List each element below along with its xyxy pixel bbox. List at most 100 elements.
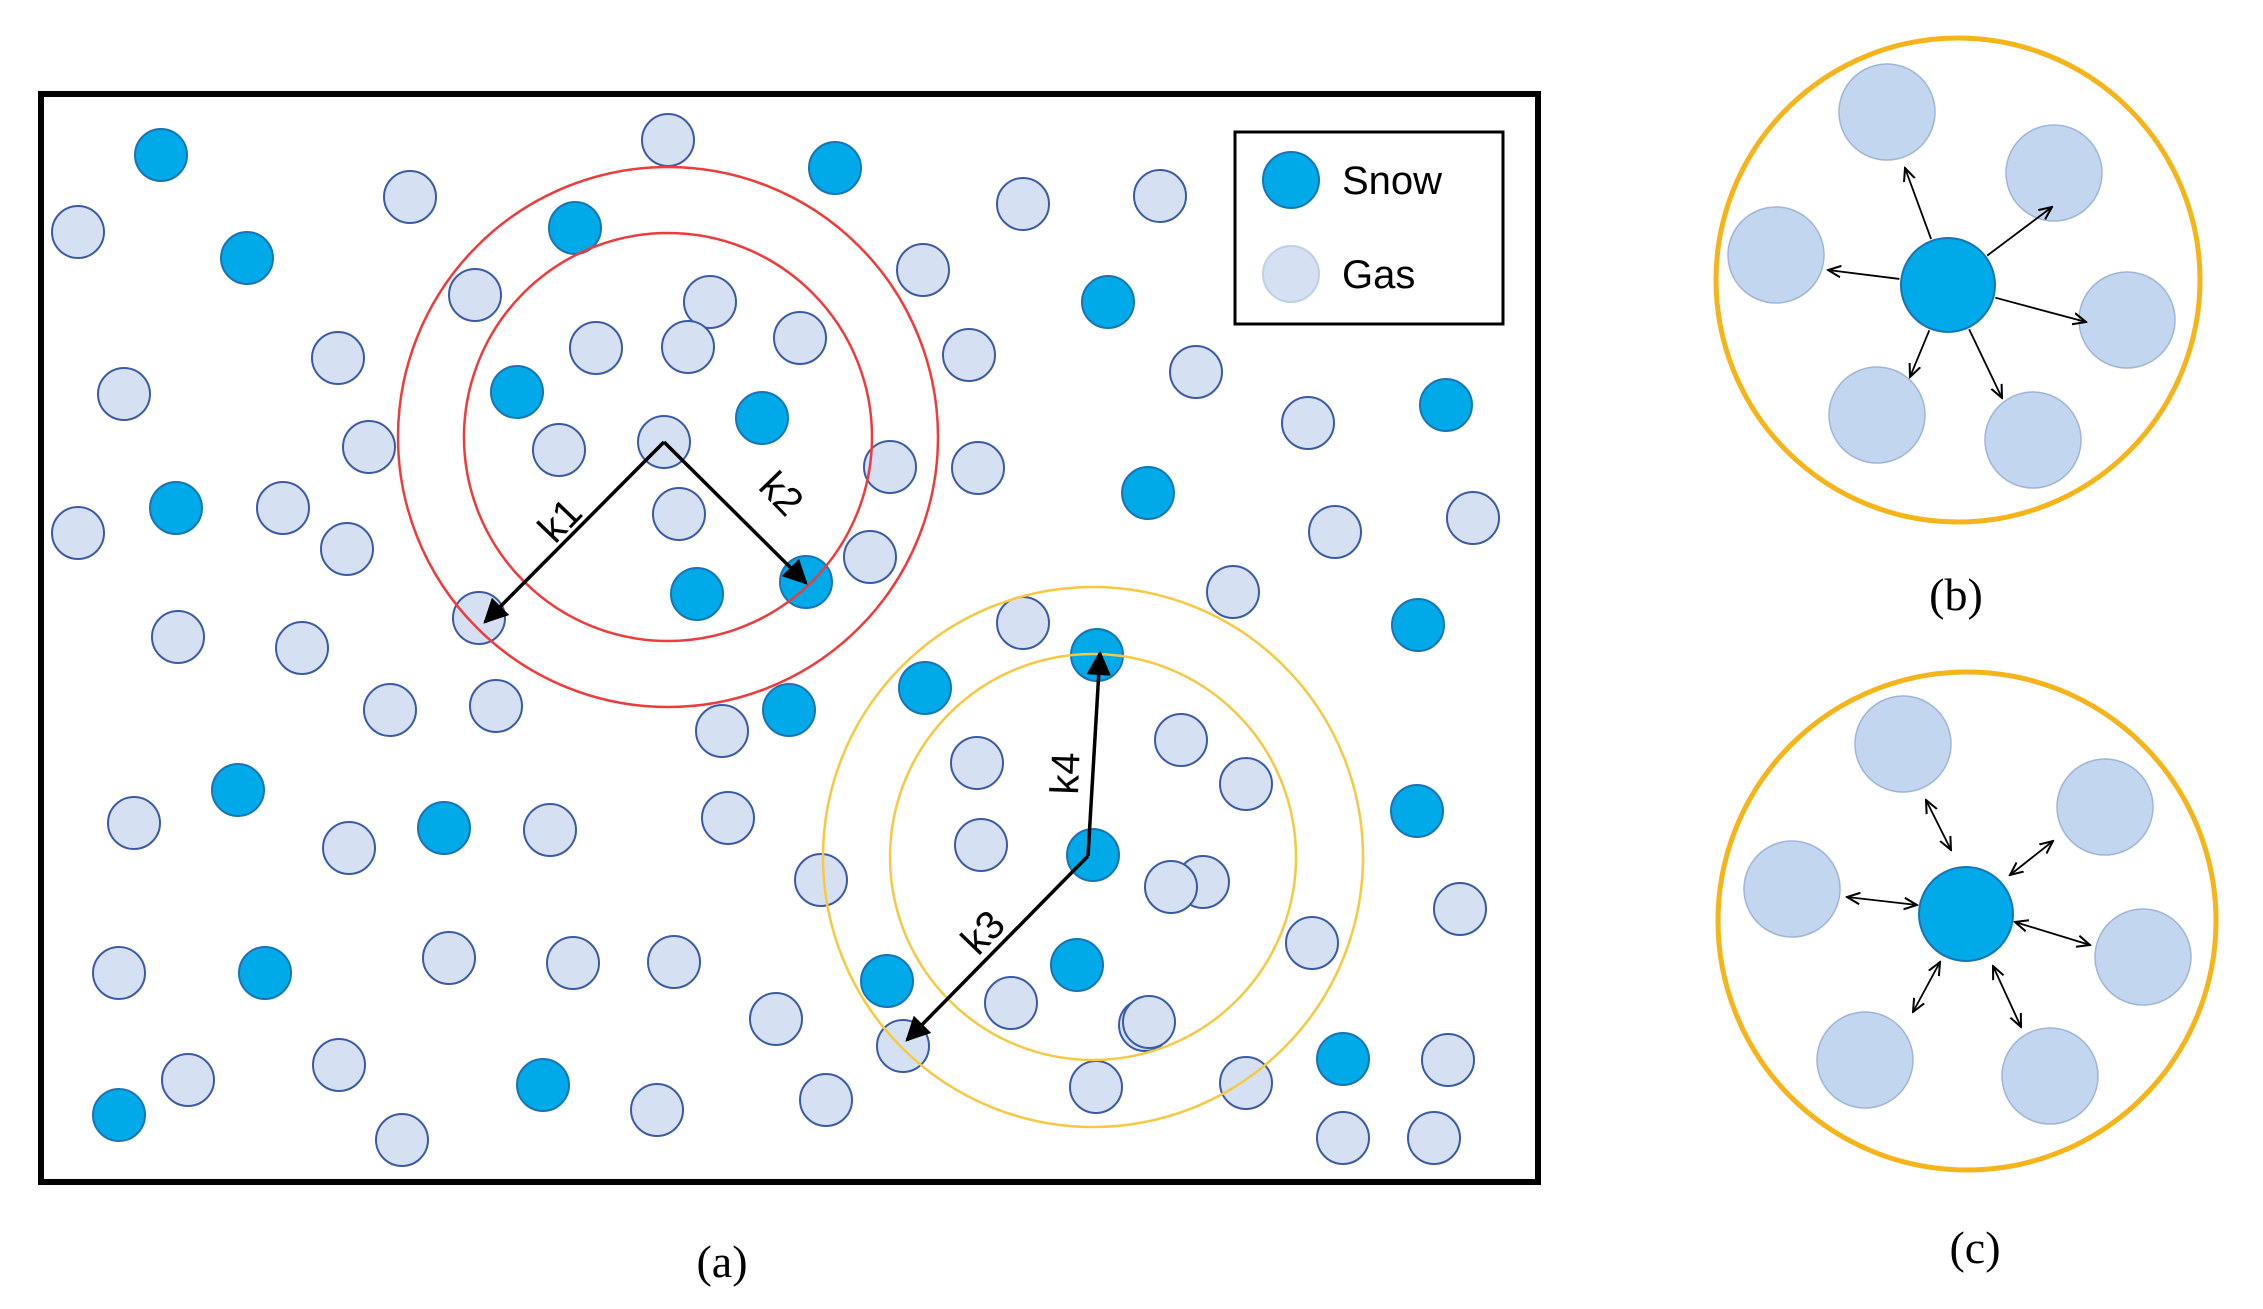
snow-particle: [92, 1088, 146, 1142]
panel-b: (b): [1713, 35, 2203, 620]
gas-particle: [996, 596, 1050, 650]
gas-particle: [51, 205, 105, 259]
bidirectional-arrow: [2015, 922, 2090, 945]
gas-particle: [1308, 505, 1362, 559]
caption-b: (b): [1929, 569, 1983, 620]
gas-particle: [1169, 345, 1223, 399]
orbit-gas-particle: [1854, 695, 1952, 793]
orbit-gas-particle: [2056, 758, 2154, 856]
gas-particle: [652, 487, 706, 541]
orbit-gas-particle: [1727, 206, 1825, 304]
gas-particle: [1219, 757, 1273, 811]
caption-a: (a): [696, 1236, 747, 1287]
snow-particle: [670, 567, 724, 621]
gas-particle: [749, 992, 803, 1046]
panel-c-center-snow: [1918, 866, 2014, 962]
snow-particle: [762, 683, 816, 737]
legend-snow-label: Snow: [1342, 159, 1442, 203]
snow-particle: [1390, 784, 1444, 838]
snow-particle: [1419, 378, 1473, 432]
gas-particle: [1069, 1060, 1123, 1114]
repulsion-arrow: [1905, 168, 1932, 240]
snow-particle: [211, 763, 265, 817]
legend-snow-swatch: [1262, 151, 1320, 209]
gas-particle: [1154, 713, 1208, 767]
snow-particle: [1391, 598, 1445, 652]
orbit-gas-particle: [1816, 1011, 1914, 1109]
gas-particle: [546, 936, 600, 990]
snow-particle: [735, 391, 789, 445]
gas-particle: [523, 803, 577, 857]
orbit-gas-particle: [2005, 124, 2103, 222]
gas-particle: [683, 275, 737, 329]
legend: Snow Gas: [1233, 130, 1505, 326]
gas-particle: [422, 931, 476, 985]
bidirectional-arrow: [1847, 897, 1917, 905]
snow-particle: [548, 201, 602, 255]
gas-particle: [954, 818, 1008, 872]
orbit-gas-particle: [1838, 63, 1936, 161]
orbit-gas-particle: [1984, 391, 2082, 489]
snow-particle: [860, 954, 914, 1008]
snow-particle: [1316, 1032, 1370, 1086]
gas-particle: [942, 328, 996, 382]
bidirectional-arrow: [2010, 841, 2053, 875]
orbit-gas-particle: [2078, 271, 2176, 369]
gas-particle: [773, 311, 827, 365]
k3-arrow: [905, 854, 1090, 1042]
red-inner-ring: [462, 231, 874, 643]
repulsion-arrow: [1995, 296, 2086, 322]
k4-label: k4: [1043, 752, 1088, 796]
gas-particle: [1433, 882, 1487, 936]
gas-particle: [1446, 491, 1500, 545]
snow-particle: [516, 1058, 570, 1112]
gas-particle: [996, 177, 1050, 231]
particles-gas: [51, 113, 1500, 1167]
gas-particle: [641, 113, 695, 167]
gas-particle: [1144, 860, 1198, 914]
particles-snow: [92, 128, 1473, 1142]
red-outer-ring: [396, 165, 940, 709]
gas-particle: [375, 1113, 429, 1167]
yellow-outer-ring: [821, 585, 1365, 1129]
gas-particle: [256, 481, 310, 535]
gas-particle: [569, 321, 623, 375]
snow-particle: [898, 661, 952, 715]
gas-particle: [311, 331, 365, 385]
gas-particle: [1316, 1111, 1370, 1165]
gas-particle: [383, 170, 437, 224]
snow-particle: [1066, 828, 1120, 882]
snow-particle: [238, 946, 292, 1000]
snow-particle: [1050, 938, 1104, 992]
gas-particle: [701, 791, 755, 845]
snow-particle: [1081, 275, 1135, 329]
gas-particle: [1285, 916, 1339, 970]
snow-particle: [220, 231, 274, 285]
gas-particle: [1281, 396, 1335, 450]
gas-particle: [342, 420, 396, 474]
orbit-gas-particle: [2094, 908, 2192, 1006]
orbit-gas-particle: [1743, 840, 1841, 938]
gas-particle: [799, 1073, 853, 1127]
gas-particle: [1133, 169, 1187, 223]
panel-b-center-snow: [1900, 237, 1996, 333]
gas-particle: [950, 736, 1004, 790]
gas-particle: [630, 1083, 684, 1137]
snow-particle: [149, 481, 203, 535]
gas-particle: [647, 935, 701, 989]
repulsion-arrow: [1986, 207, 2052, 257]
snow-particle: [417, 801, 471, 855]
gas-particle: [843, 530, 897, 584]
orbit-gas-particle: [2001, 1027, 2099, 1125]
gas-particle: [469, 679, 523, 733]
panel-a: k1 k2 k3 k4 Snow Gas (a): [38, 91, 1541, 1287]
k4-arrow: [1086, 650, 1111, 857]
k1-arrow: [483, 440, 666, 624]
gas-particle: [1421, 1033, 1475, 1087]
gas-particle: [1122, 995, 1176, 1049]
repulsion-arrow: [1910, 329, 1931, 377]
gas-particle: [161, 1053, 215, 1107]
gas-particle: [984, 976, 1038, 1030]
caption-c: (c): [1949, 1222, 2000, 1273]
